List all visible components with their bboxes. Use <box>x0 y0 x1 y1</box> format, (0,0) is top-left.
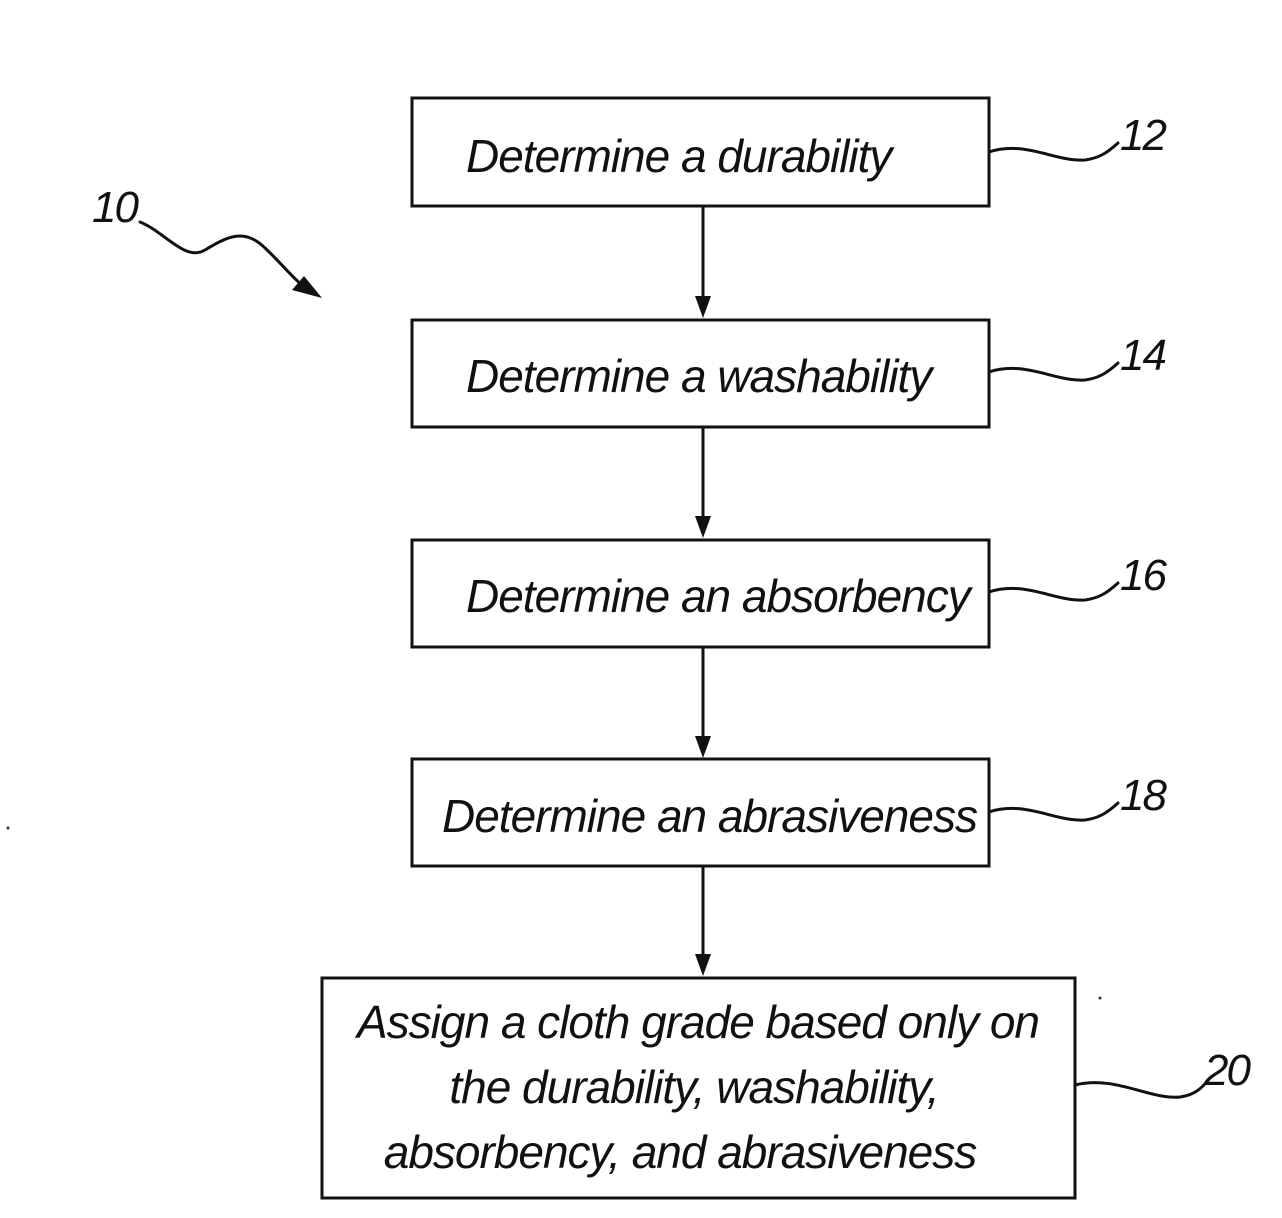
step-box-abrasiveness: Determine an abrasiveness <box>412 759 989 866</box>
step-reference-leader-12 <box>989 143 1118 160</box>
step-reference-20: 20 <box>1203 1046 1251 1095</box>
step-label-durability: Determine a durability <box>466 130 895 182</box>
step-label-absorbency: Determine an absorbency <box>466 570 974 622</box>
step-reference-leader-14 <box>989 363 1118 380</box>
step-reference-leader-18 <box>989 803 1118 820</box>
step-label-washability: Determine a washability <box>466 350 935 402</box>
step-label-abrasiveness: Determine an abrasiveness <box>442 790 978 842</box>
scan-speck <box>1099 997 1102 1000</box>
step-reference-leader-20 <box>1075 1078 1210 1097</box>
step-reference-16: 16 <box>1120 551 1167 600</box>
step-reference-14: 14 <box>1120 331 1165 380</box>
step-label-assign-grade-line-1: Assign a cloth grade based only on <box>354 996 1039 1048</box>
connector-arrowhead-3 <box>695 736 711 758</box>
figure-reference-leader <box>140 222 305 288</box>
step-box-absorbency: Determine an absorbency <box>412 540 989 647</box>
figure-reference-label: 10 <box>92 183 139 232</box>
step-reference-18: 18 <box>1120 771 1167 820</box>
step-reference-leader-16 <box>989 583 1118 600</box>
connector-arrowhead-1 <box>695 296 711 318</box>
connector-arrowhead-4 <box>695 954 711 976</box>
step-label-assign-grade-line-2: the durability, washability, <box>449 1061 938 1113</box>
scan-speck <box>7 827 10 830</box>
step-label-assign-grade-line-3: absorbency, and abrasiveness <box>384 1126 978 1178</box>
step-box-assign-grade: Assign a cloth grade based only on the d… <box>322 978 1075 1198</box>
step-reference-12: 12 <box>1120 111 1166 160</box>
figure-reference: 10 <box>92 183 322 298</box>
connector-arrowhead-2 <box>695 516 711 538</box>
step-box-washability: Determine a washability <box>412 320 989 427</box>
step-box-durability: Determine a durability <box>412 98 989 206</box>
